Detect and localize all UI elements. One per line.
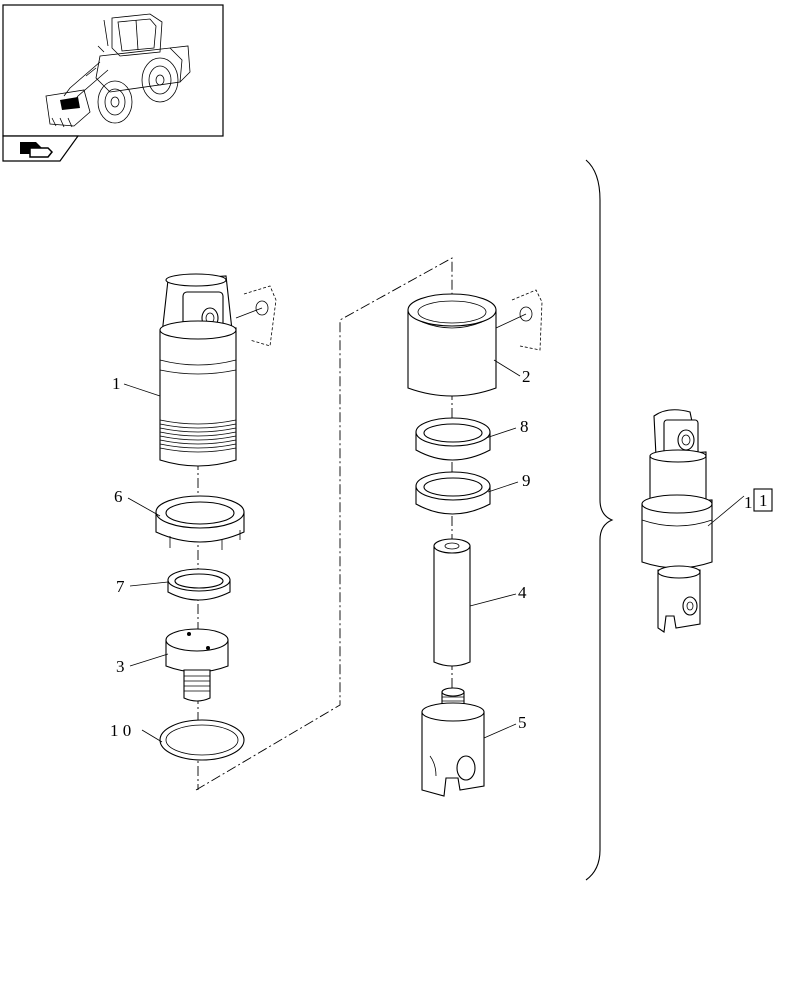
- assembly-brace: [585, 159, 614, 881]
- callout-10: 1 0: [110, 721, 131, 740]
- callout-7: 7: [116, 577, 125, 596]
- part-1-cylinder-barrel: [159, 273, 277, 467]
- nav-tab[interactable]: [2, 135, 80, 162]
- assembly-callout-box[interactable]: [753, 488, 773, 512]
- callout-8: 8: [520, 417, 529, 436]
- assembly-box-label: 1: [759, 491, 768, 510]
- callout-3: 3: [116, 657, 125, 676]
- part-10-o-ring: [159, 719, 245, 761]
- callout-1: 1: [112, 374, 121, 393]
- part-6-lock-nut: [155, 495, 245, 550]
- leader-lines: [123, 359, 745, 743]
- part-2-sleeve: [407, 289, 543, 397]
- part-4-pin: [433, 538, 471, 667]
- assembled-cylinder-view[interactable]: [641, 409, 713, 633]
- callout-5: 5: [518, 713, 527, 732]
- part-3-plug: [165, 628, 229, 702]
- callout-2: 2: [522, 367, 531, 386]
- part-8-ring: [415, 417, 491, 461]
- assembly-callout: 1: [744, 493, 753, 512]
- callout-6: 6: [114, 487, 123, 506]
- wheel-loader-thumbnail-icon: [45, 13, 191, 128]
- part-9-ring: [415, 471, 491, 515]
- callout-4: 4: [518, 583, 527, 602]
- callout-9: 9: [522, 471, 531, 490]
- callout-labels: 1 2 8 9 4 5 6 7 3 1 0 1 1: [110, 367, 773, 740]
- part-7-ring: [167, 568, 231, 601]
- machine-thumbnail-panel[interactable]: [2, 4, 224, 137]
- forward-navigation-icon: [20, 142, 54, 158]
- part-5-rod-end: [421, 687, 485, 797]
